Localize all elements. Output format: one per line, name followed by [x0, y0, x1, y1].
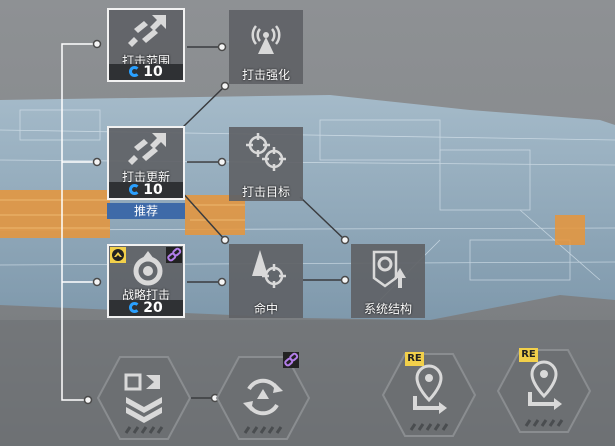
hex-node-cycle[interactable] — [215, 355, 311, 441]
node-strike-range[interactable]: 打击范围 10 — [107, 8, 185, 82]
node-system-structure[interactable]: 系统结构 — [351, 244, 425, 318]
cost-display: 10 — [109, 64, 183, 80]
link-icon — [166, 247, 182, 263]
cost-display: 20 — [109, 300, 183, 316]
node-label: 打击目标 — [241, 185, 290, 199]
cost-value: 20 — [143, 300, 163, 316]
currency-icon — [129, 66, 141, 77]
currency-icon — [129, 302, 141, 313]
hit-target-icon — [252, 250, 286, 288]
node-hit[interactable]: 命中 — [229, 244, 303, 318]
re-badge: RE — [405, 352, 424, 366]
node-label: 打击更新 — [121, 170, 170, 184]
node-strike-update[interactable]: 打击更新 10 — [107, 126, 185, 200]
cost-value: 10 — [143, 64, 163, 80]
arrows-icon — [128, 15, 166, 47]
hex-node-relocate-2[interactable] — [496, 348, 592, 434]
node-strike-target[interactable]: 打击目标 — [229, 127, 303, 201]
strategic-target-icon — [133, 251, 163, 286]
recommend-tag: 推荐 — [107, 203, 185, 219]
node-label: 系统结构 — [363, 302, 412, 316]
cost-display: 10 — [109, 182, 183, 198]
currency-icon — [129, 184, 141, 195]
node-label: 战略打击 — [121, 288, 170, 302]
crosshair-icon — [246, 133, 286, 171]
cost-value: 10 — [143, 182, 163, 198]
node-strike-boost[interactable]: 打击强化 — [229, 10, 303, 84]
node-label: 命中 — [253, 302, 278, 316]
re-badge: RE — [519, 348, 538, 362]
signal-tower-icon — [251, 25, 281, 54]
node-label: 打击强化 — [241, 68, 290, 82]
hex-node-relocate-1[interactable] — [381, 352, 477, 438]
arrows-icon — [128, 133, 166, 165]
hex-node-arrange[interactable] — [96, 355, 192, 441]
system-gear-icon — [372, 250, 406, 288]
rank-chevron-icon — [110, 247, 126, 263]
link-icon — [283, 352, 299, 368]
